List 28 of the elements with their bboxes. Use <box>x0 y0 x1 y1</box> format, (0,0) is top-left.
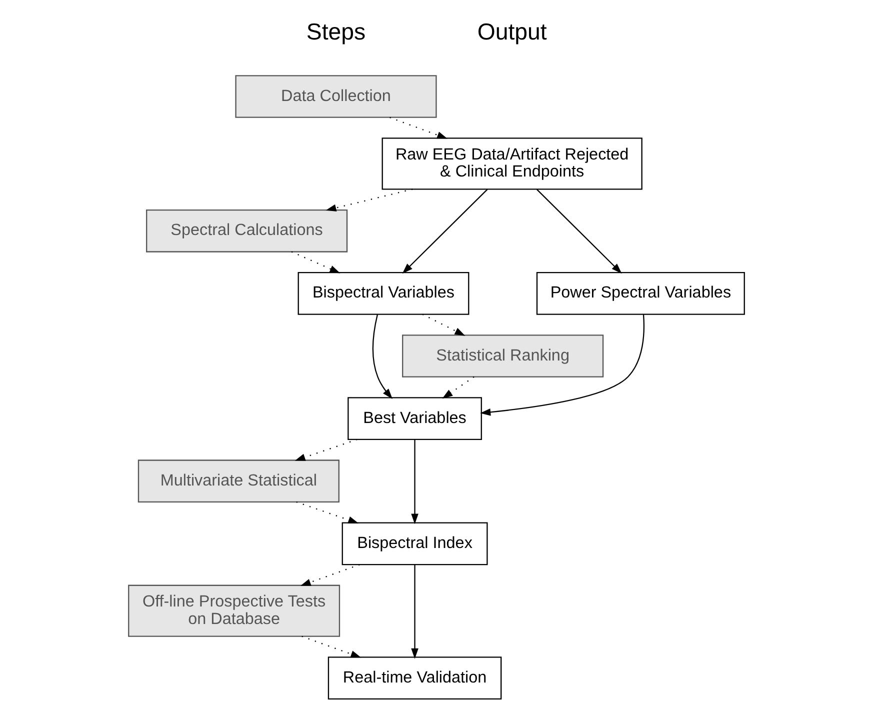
node-box: Best Variables <box>348 397 482 440</box>
node-box: Off-line Prospective Tests on Database <box>128 584 340 637</box>
node-box: Bispectral Variables <box>298 272 470 315</box>
node-box: Bispectral Index <box>342 522 488 566</box>
node-box: Data Collection <box>235 75 437 118</box>
arrow <box>291 251 340 274</box>
label: Steps <box>306 18 366 45</box>
arrow <box>296 501 359 524</box>
node-box: Spectral Calculations <box>146 209 348 252</box>
arrow <box>300 564 360 586</box>
node-box: Real-time Validation <box>328 656 502 700</box>
arrow <box>536 189 622 274</box>
arrow <box>302 636 362 658</box>
node-box: Raw EEG Data/Artifact Rejected & Clinical Endpoints <box>382 138 642 190</box>
arrow <box>294 438 358 461</box>
arrow <box>372 314 392 399</box>
arrow <box>326 188 413 212</box>
arrow <box>442 376 474 399</box>
node-box: Statistical Ranking <box>402 334 604 378</box>
arrow <box>402 189 488 274</box>
node-box: Multivariate Statistical <box>138 460 340 503</box>
node-box: Power Spectral Variables <box>536 272 745 315</box>
arrow <box>422 314 466 336</box>
label: Output <box>477 18 547 45</box>
arrow <box>411 439 418 524</box>
arrow <box>480 314 645 416</box>
arrow <box>411 564 418 659</box>
arrow <box>390 116 448 139</box>
